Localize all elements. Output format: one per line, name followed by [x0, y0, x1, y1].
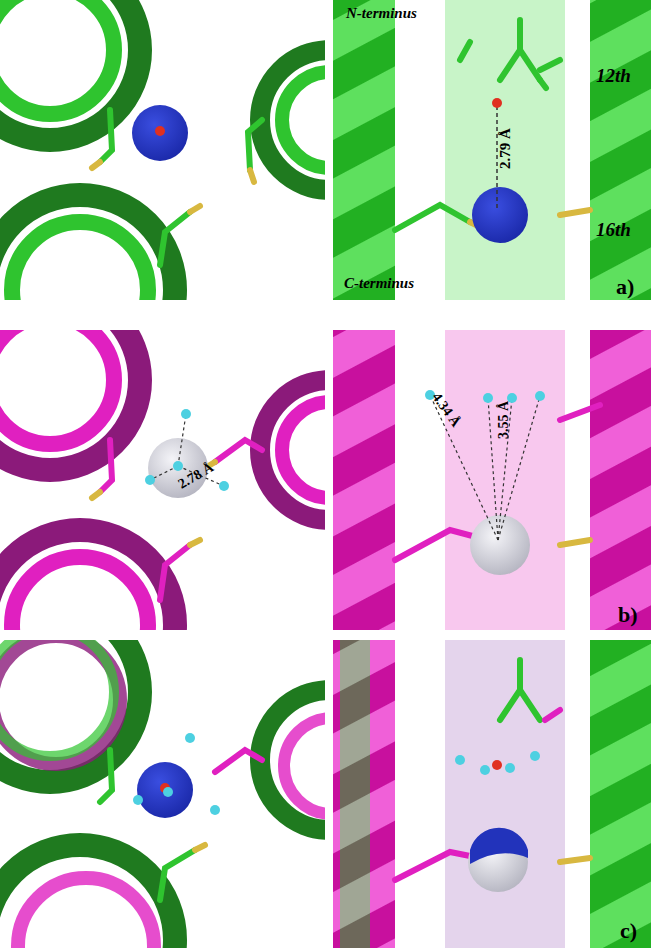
panel-letter: b) [618, 604, 638, 626]
distance-label: 2.79 Å [498, 128, 513, 169]
panel-letter: c) [620, 920, 637, 942]
distance-label: 3.55 Å [497, 401, 511, 439]
panel-letter: a) [616, 276, 634, 298]
residue-label: 12th [596, 66, 631, 85]
terminus-label: N-terminus [346, 6, 417, 21]
residue-label: 16th [596, 220, 631, 239]
terminus-label: C-terminus [344, 276, 414, 291]
